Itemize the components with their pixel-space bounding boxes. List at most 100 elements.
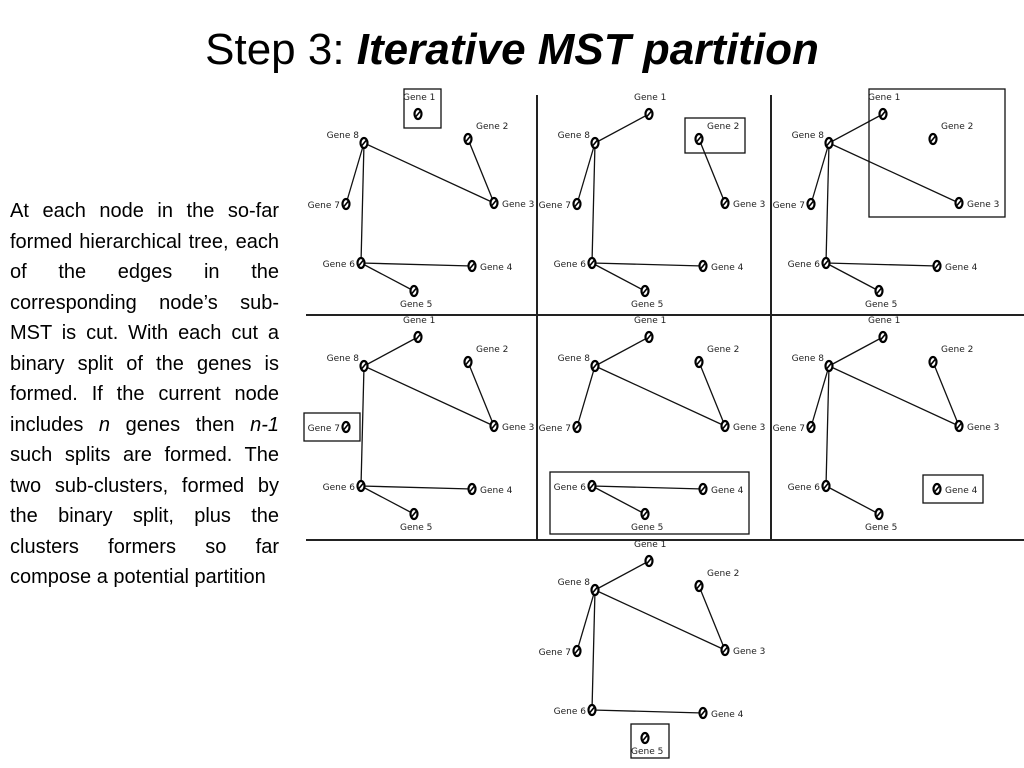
gene-node: Gene 8	[792, 354, 834, 373]
gene-node-slash	[879, 333, 887, 341]
mst-edge	[467, 138, 495, 204]
gene-node-slash	[645, 557, 653, 565]
gene-node: Gene 2	[928, 122, 973, 146]
gene-node: Gene 7	[308, 197, 351, 211]
gene-node-slash	[591, 586, 599, 594]
gene-label: Gene 1	[868, 93, 900, 103]
gene-node-slash	[875, 287, 883, 295]
gene-node-slash	[721, 422, 729, 430]
gene-label: Gene 7	[539, 201, 571, 211]
split-cluster-box	[868, 88, 1006, 218]
gene-node-slash	[929, 135, 937, 143]
gene-label: Gene 6	[323, 260, 356, 270]
gene-node-slash	[414, 333, 422, 341]
gene-node: Gene 3	[720, 419, 765, 433]
gene-label: Gene 5	[400, 300, 432, 310]
gene-label: Gene 4	[711, 710, 744, 720]
gene-node: Gene 3	[720, 643, 765, 657]
gene-node: Gene 2	[928, 345, 973, 369]
gene-node: Gene 1	[634, 93, 666, 121]
gene-label: Gene 6	[788, 260, 821, 270]
mst-edge	[360, 485, 473, 490]
slide-title: Step 3: Iterative MST partition	[0, 22, 1024, 78]
split-cluster-box	[403, 88, 442, 129]
gene-label: Gene 3	[733, 423, 765, 433]
gene-node: Gene 3	[489, 419, 534, 433]
mst-edge	[828, 365, 960, 427]
gene-node-slash	[721, 199, 729, 207]
gene-label: Gene 1	[634, 540, 666, 550]
gene-label: Gene 7	[539, 648, 571, 658]
gene-label: Gene 3	[502, 423, 534, 433]
gene-node: Gene 2	[694, 122, 739, 146]
gene-node-slash	[699, 262, 707, 270]
gene-node-slash	[357, 482, 365, 490]
gene-label: Gene 6	[323, 483, 356, 493]
gene-node-slash	[822, 259, 830, 267]
gene-label: Gene 5	[631, 300, 663, 310]
gene-label: Gene 2	[476, 122, 508, 132]
gene-node-slash	[573, 200, 581, 208]
gene-node: Gene 4	[932, 482, 978, 496]
gene-node-slash	[695, 358, 703, 366]
title-plain: Step 3:	[205, 25, 357, 74]
mst-edge	[360, 142, 365, 264]
gene-node: Gene 6	[323, 479, 366, 493]
gene-node: Gene 4	[698, 482, 744, 496]
mst-edge	[825, 262, 938, 267]
mst-edge	[360, 365, 365, 487]
gene-label: Gene 4	[945, 486, 978, 496]
gene-node-slash	[588, 482, 596, 490]
gene-node: Gene 7	[773, 197, 816, 211]
desc-part-1: At each node in the so-far formed hierar…	[10, 200, 279, 436]
gene-node: Gene 5	[400, 507, 432, 533]
gene-label: Gene 8	[792, 354, 825, 364]
gene-node: Gene 6	[788, 256, 831, 270]
gene-node-slash	[464, 135, 472, 143]
mst-edge	[576, 365, 596, 428]
gene-node: Gene 4	[698, 259, 744, 273]
gene-label: Gene 6	[554, 483, 587, 493]
mst-edge	[591, 262, 704, 267]
split-cluster-box	[922, 474, 984, 504]
gene-label: Gene 5	[631, 747, 663, 757]
gene-node: Gene 7	[539, 197, 582, 211]
mst-edge	[363, 142, 495, 204]
mst-edge	[591, 262, 646, 292]
gene-node-slash	[490, 422, 498, 430]
gene-node-slash	[807, 200, 815, 208]
mst-edge	[698, 361, 726, 427]
gene-label: Gene 4	[711, 486, 744, 496]
mst-edge	[825, 262, 880, 292]
gene-node: Gene 2	[694, 569, 739, 593]
gene-node-slash	[360, 139, 368, 147]
gene-node: Gene 5	[631, 284, 663, 310]
mst-edge	[591, 142, 596, 264]
gene-node: Gene 2	[694, 345, 739, 369]
split-cluster-box	[303, 412, 361, 442]
gene-label: Gene 3	[733, 647, 765, 657]
gene-node-slash	[933, 262, 941, 270]
gene-label: Gene 2	[707, 569, 739, 579]
gene-node-slash	[588, 706, 596, 714]
gene-node-slash	[825, 362, 833, 370]
gene-label: Gene 5	[631, 523, 663, 533]
gene-node-slash	[464, 358, 472, 366]
gene-node: Gene 2	[463, 122, 508, 146]
gene-node: Gene 8	[558, 578, 600, 597]
gene-node: Gene 6	[554, 256, 597, 270]
gene-label: Gene 7	[308, 201, 340, 211]
gene-node: Gene 1	[403, 316, 435, 344]
gene-node: Gene 5	[865, 507, 897, 533]
mst-edge	[576, 142, 596, 205]
gene-node: Gene 2	[463, 345, 508, 369]
gene-label: Gene 2	[941, 122, 973, 132]
mst-edge	[594, 113, 650, 144]
mst-edge	[828, 142, 960, 204]
gene-node: Gene 3	[954, 419, 999, 433]
gene-node-slash	[929, 358, 937, 366]
desc-part-2: genes then	[110, 413, 251, 436]
mst-edge	[825, 142, 830, 264]
mst-edge	[360, 485, 415, 515]
